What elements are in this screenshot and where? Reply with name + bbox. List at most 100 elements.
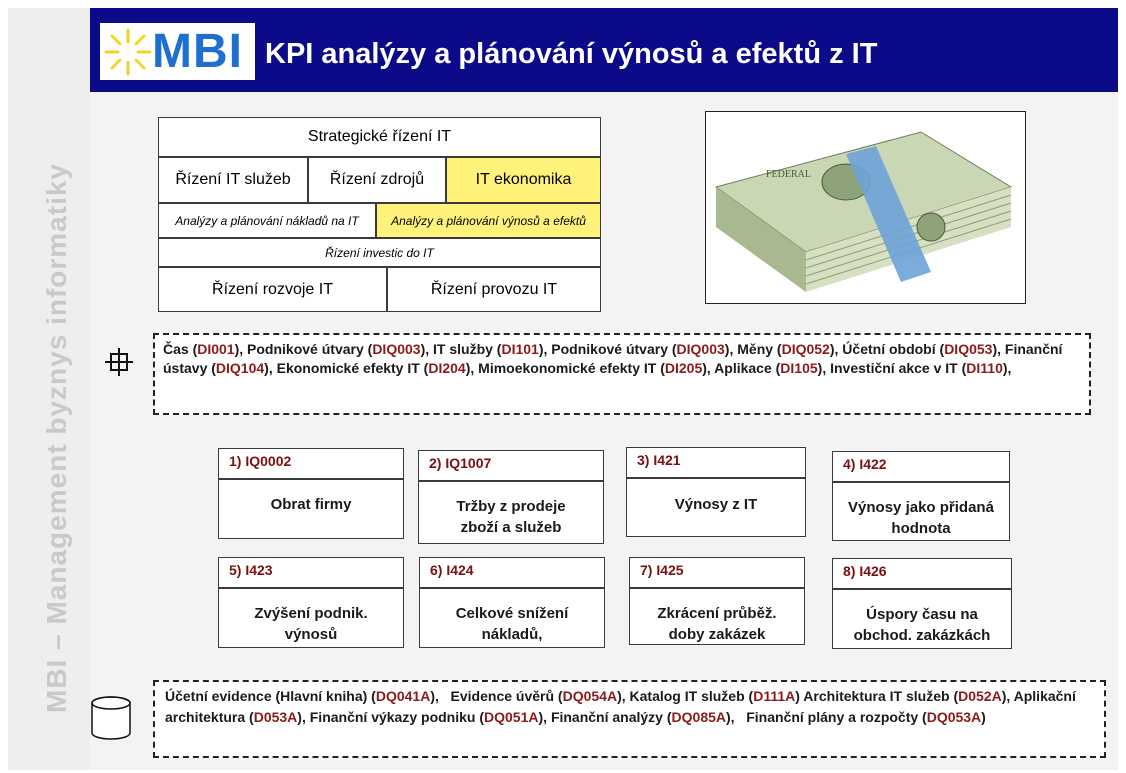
kpi-1-id: 1) IQ0002 (218, 448, 404, 479)
data-source-item-code: DQ053A (926, 709, 982, 725)
header-bar (90, 8, 1118, 92)
data-source-item: Architektura IT služeb (D052A), (803, 688, 1013, 704)
dimension-item-suffix: ), (264, 360, 277, 376)
data-source-item-suffix: ), (617, 688, 630, 704)
economics-label: IT ekonomika (475, 171, 572, 188)
money-stack-image: FEDERAL (705, 111, 1026, 304)
dimensions-text: Čas (DI001), Podnikové útvary (DIQ003), … (163, 340, 1075, 378)
dimension-item-suffix: ), (420, 341, 434, 357)
kpi-8-name: Úspory času na obchod. zakázkách (832, 589, 1012, 649)
kpi-6-id: 6) I424 (419, 557, 605, 588)
investment-cell: Řízení investic do IT (158, 238, 601, 267)
kpi-1-name: Obrat firmy (218, 479, 404, 539)
resources-label: Řízení zdrojů (329, 171, 425, 188)
kpi-8-id: 8) I426 (832, 558, 1012, 589)
dimension-item-code: DIQ052 (781, 341, 830, 357)
svg-text:FEDERAL: FEDERAL (766, 169, 811, 180)
dimension-item-suffix: ), (465, 360, 479, 376)
data-source-item-suffix: ), (538, 709, 551, 725)
dimension-item-code: DIQ003 (372, 341, 421, 357)
kpi-6-name: Celkové snížení nákladů, (419, 588, 605, 648)
kpi-7-id: 7) I425 (629, 557, 805, 588)
cost-analysis-label: Analýzy a plánování nákladů na IT (175, 213, 359, 228)
kpi-7-name: Zkrácení průběž. doby zakázek (629, 588, 805, 645)
data-source-item-suffix: ), (297, 709, 310, 725)
kpi-3-name: Výnosy z IT (626, 478, 806, 537)
development-cell: Řízení rozvoje IT (158, 267, 387, 312)
data-source-item-label: Finanční analýzy ( (550, 709, 672, 725)
data-source-item: Aplikační architektura (D053A), (165, 688, 1076, 725)
data-source-item-code: DQ054A (562, 688, 618, 704)
data-source-item-code: DQ085A (671, 709, 726, 725)
data-source-item-label: Katalog IT služeb ( (629, 688, 754, 704)
strategic-label: Strategické řízení IT (307, 128, 452, 145)
dimension-item: Finanční ústavy (DIQ104), (163, 341, 1062, 376)
logo-text: MBI (152, 25, 243, 78)
dimension-item-label: Podnikové útvary ( (551, 341, 677, 357)
money-stack-illustration: FEDERAL (714, 131, 1013, 292)
dimension-item-code: DIQ003 (676, 341, 725, 357)
data-source-item-suffix: ), (430, 688, 451, 704)
dimension-item-code: DIQ104 (215, 360, 265, 376)
strategic-cell: Strategické řízení IT (158, 117, 601, 157)
logo (100, 23, 255, 80)
kpi-3-id: 3) I421 (626, 447, 806, 478)
kpi-2-name: Tržby z prodeje zboží a služeb (418, 481, 604, 544)
dimension-item-code: DI105 (780, 360, 818, 376)
services-label: Řízení IT služeb (175, 171, 291, 188)
data-source-item-label: Účetní evidence (Hlavní kniha) ( (165, 688, 376, 704)
dimension-item-suffix: ), (702, 360, 715, 376)
dimension-item-label: Finanční ústavy ( (163, 341, 1063, 376)
dimension-item-label: Mimoekonomické efekty IT ( (478, 360, 665, 376)
revenue-analysis-label: Analýzy a plánování výnosů a efektů (391, 213, 586, 228)
economics-cell: IT ekonomika (446, 157, 601, 203)
dimension-item-label: Investiční akce v IT ( (830, 360, 967, 376)
data-sources-box (153, 680, 1106, 758)
dimension-item-label: IT služby ( (433, 341, 502, 357)
dimension-item-label: Ekonomické efekty IT ( (276, 360, 429, 376)
dimension-item: Účetní období (DIQ053), (842, 341, 1005, 357)
dimension-item-code: DI001 (197, 341, 235, 357)
data-source-item: Finanční analýzy (DQ085A), (551, 709, 746, 725)
data-source-item-label: Finanční výkazy podniku ( (309, 709, 485, 725)
dimension-item-suffix: ), (234, 341, 248, 357)
data-source-item-code: D052A (958, 688, 1002, 704)
data-source-item-label: Finanční plány a rozpočty ( (746, 709, 927, 725)
dimension-item-code: DIQ053 (944, 341, 993, 357)
dimension-item-suffix: ), (829, 341, 843, 357)
dimension-item: Ekonomické efekty IT (DI204), (277, 360, 479, 376)
data-source-item-code: DQ051A (484, 709, 539, 725)
dimension-item-suffix: ), (538, 341, 552, 357)
dimension-item: Mimoekonomické efekty IT (DI205), (478, 360, 714, 376)
database-icon (91, 696, 131, 740)
sun-icon (104, 28, 152, 76)
dimension-item-label: Podnikové útvary ( (247, 341, 373, 357)
dimension-item-suffix: ), (1002, 360, 1012, 376)
operations-cell: Řízení provozu IT (387, 267, 601, 312)
dimension-item-suffix: ), (992, 341, 1005, 357)
data-source-item: Evidence úvěrů (DQ054A), (451, 688, 630, 704)
kpi-2-id: 2) IQ1007 (418, 450, 604, 481)
kpi-5-id: 5) I423 (218, 557, 404, 588)
crosshair-icon (105, 348, 133, 376)
development-label: Řízení rozvoje IT (212, 280, 333, 298)
dimension-item-label: Aplikace ( (714, 360, 781, 376)
investment-label: Řízení investic do IT (325, 245, 434, 260)
data-source-item-code: DQ041A (375, 688, 431, 704)
page-title: KPI analýzy a plánování výnosů a efektů … (265, 38, 878, 70)
operations-label: Řízení provozu IT (430, 280, 558, 298)
data-source-item: Finanční výkazy podniku (DQ051A), (310, 709, 551, 725)
dimension-item-label: Účetní období ( (842, 341, 945, 357)
dimension-item-label: Čas ( (163, 341, 198, 357)
dimension-item-code: DI205 (664, 360, 703, 376)
dimension-item: Měny (DIQ052), (737, 341, 842, 357)
dimension-item: Podnikové útvary (DIQ003), (551, 341, 737, 357)
kpi-4-id: 4) I422 (832, 451, 1010, 482)
dimensions-box (153, 333, 1091, 415)
data-source-item-code: D053A (253, 709, 298, 725)
dimension-item: Investiční akce v IT (DI110), (830, 360, 1011, 376)
data-source-item: Finanční plány a rozpočty (DQ053A) (746, 709, 986, 725)
data-source-item: Účetní evidence (Hlavní kniha) (DQ041A), (165, 688, 451, 704)
sidebar: MBI – Management byznys informatiky (8, 8, 91, 770)
